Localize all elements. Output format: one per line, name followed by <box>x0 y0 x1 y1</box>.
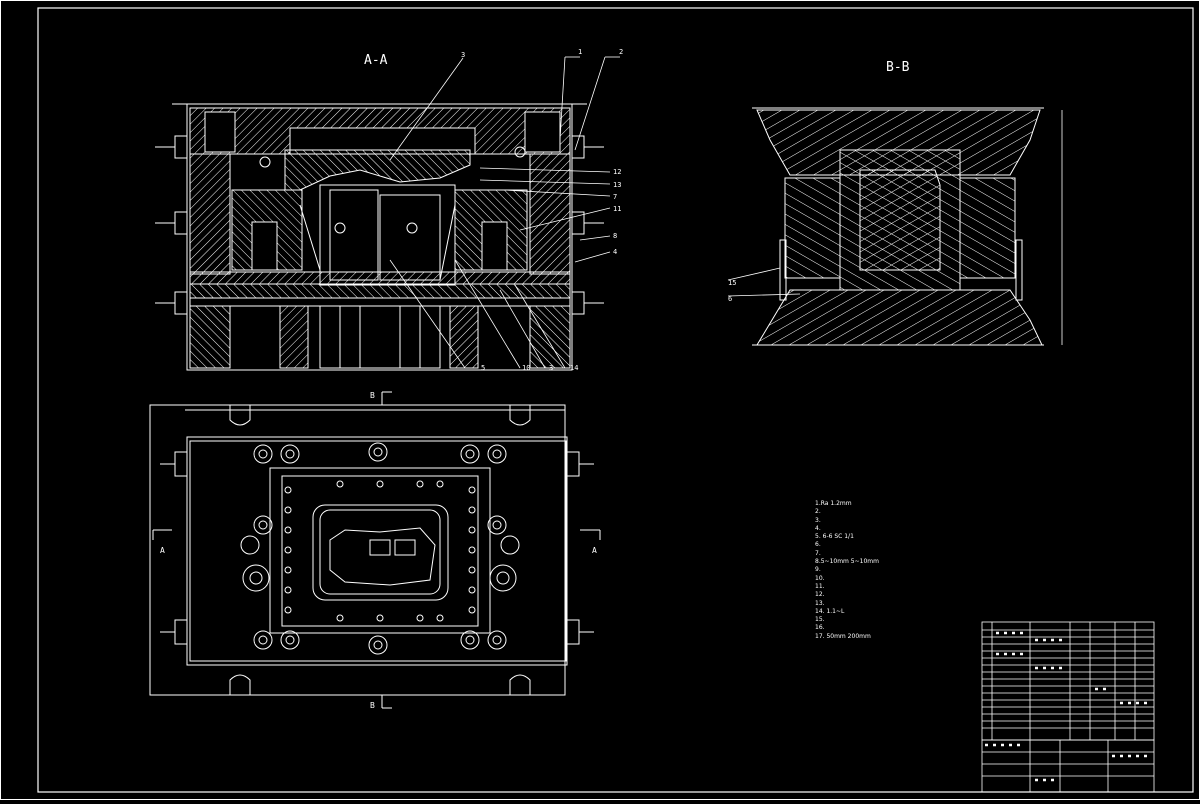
callout-2: 2 <box>619 48 623 56</box>
note-item: 14. 1.1~L <box>815 607 845 615</box>
cut-b-top: B <box>370 391 375 400</box>
callout-3: 3 <box>461 51 465 59</box>
callout-8: 8 <box>613 232 617 240</box>
title-block <box>981 621 1155 793</box>
note-item: 6. <box>815 541 821 549</box>
note-item: 17. 50mm 200mm <box>815 632 871 640</box>
callout-11: 11 <box>613 205 621 213</box>
note-item: 9. <box>815 566 821 574</box>
section-aa-label: A-A <box>364 53 388 68</box>
note-item: 13. <box>815 599 825 607</box>
note-item: 3. <box>815 516 821 524</box>
notes-list: 1.Ra 1.2mm 2. 3. 4. 5. 6-6 SC 1/1 6. 7. … <box>815 500 985 641</box>
callout-5: 5 <box>481 364 485 372</box>
note-item: 5. 6-6 SC 1/1 <box>815 533 854 541</box>
note-item: 15. <box>815 616 825 624</box>
section-bb-label: B-B <box>886 60 910 75</box>
note-item: 8.5~10mm 5~10mm <box>815 558 879 566</box>
note-item: 10. <box>815 574 825 582</box>
note-item: 2. <box>815 508 821 516</box>
note-item: 7. <box>815 549 821 557</box>
callout-13: 13 <box>613 181 621 189</box>
note-item: 11. <box>815 582 825 590</box>
cut-a-left: A <box>160 546 165 555</box>
section-aa: A-A <box>155 48 623 372</box>
technical-notes: 1.Ra 1.2mm 2. 3. 4. 5. 6-6 SC 1/1 6. 7. … <box>815 500 985 641</box>
cut-a-right: A <box>592 546 597 555</box>
callout-12: 12 <box>613 168 621 176</box>
section-bb: B-B 15 6 <box>727 60 1063 346</box>
callout-7: 7 <box>613 193 617 201</box>
note-item: 4. <box>815 524 821 532</box>
plan-view <box>149 391 601 709</box>
callout-14: 14 <box>570 364 578 372</box>
callout-6: 6 <box>728 295 732 303</box>
callout-10: 10 <box>522 364 530 372</box>
callout-1: 1 <box>578 48 582 56</box>
cut-b-bottom: B <box>370 701 375 710</box>
callout-4: 4 <box>613 248 617 256</box>
note-item: 1.Ra 1.2mm <box>815 500 852 507</box>
inner-frame <box>37 7 1194 793</box>
note-item: 12. <box>815 591 825 599</box>
callout-3b: 3 <box>549 364 553 372</box>
callout-15: 15 <box>728 279 736 287</box>
note-item: 16. <box>815 624 825 632</box>
